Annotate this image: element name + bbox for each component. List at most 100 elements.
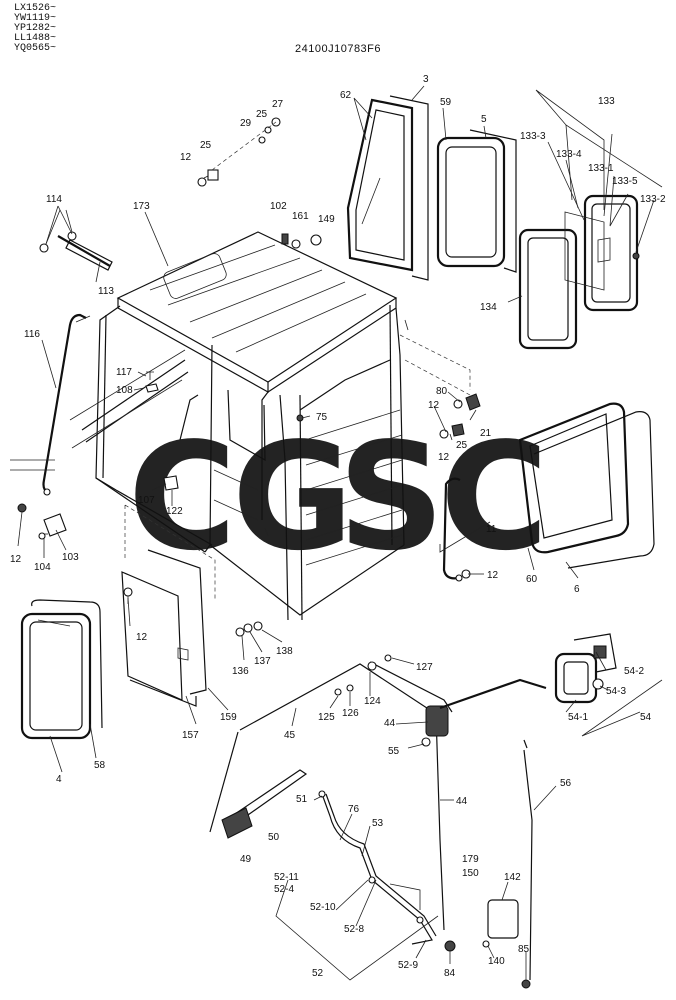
label-part-133-1: 133-1: [588, 163, 614, 174]
window-side-upper: [436, 129, 517, 273]
label-part-52-11: 52-11: [274, 872, 299, 883]
label-part-159: 159: [220, 712, 237, 723]
label-part-133-5: 133-5: [612, 176, 638, 187]
label-part-52-4: 52-4: [274, 884, 294, 895]
label-part-122: 122: [166, 506, 183, 517]
label-part-12: 12: [428, 400, 440, 411]
label-part-108: 108: [116, 385, 133, 396]
label-part-142: 142: [504, 872, 521, 883]
label-part-6: 6: [574, 584, 580, 595]
label-part-140: 140: [488, 956, 505, 967]
label-part-12: 12: [136, 632, 148, 643]
label-part-25: 25: [456, 440, 468, 451]
label-part-75: 75: [316, 412, 328, 423]
drawing-code: 24100J10783F6: [295, 43, 382, 55]
label-part-52-10: 52-10: [310, 902, 336, 913]
label-part-44: 44: [384, 718, 396, 729]
label-part-59: 59: [440, 97, 452, 108]
label-part-133-2: 133-2: [640, 194, 666, 205]
label-part-12: 12: [180, 152, 192, 163]
label-part-52: 52: [312, 968, 324, 979]
label-part-25: 25: [200, 140, 212, 151]
label-part-133-4: 133-4: [556, 149, 582, 160]
label-part-12: 12: [487, 570, 499, 581]
label-part-136: 136: [232, 666, 249, 677]
label-part-3: 3: [423, 74, 429, 85]
window-right: [518, 402, 655, 569]
label-part-76: 76: [348, 804, 360, 815]
serial-number: LL1488~: [14, 33, 57, 44]
label-part-55: 55: [388, 746, 400, 757]
serial-number: YW1119~: [14, 13, 57, 24]
label-part-56: 56: [560, 778, 572, 789]
label-part-157: 157: [182, 730, 199, 741]
label-part-84: 84: [444, 968, 456, 979]
label-part-107: 107: [138, 495, 155, 506]
label-part-60: 60: [526, 574, 538, 585]
handrails: [10, 313, 463, 582]
label-part-4: 4: [56, 774, 62, 785]
watermark-letter-c2: C: [440, 411, 549, 583]
small-hardware: [17, 117, 531, 989]
label-part-58: 58: [94, 760, 106, 771]
label-part-161: 161: [292, 211, 309, 222]
label-part-50: 50: [268, 832, 280, 843]
label-part-113: 113: [98, 286, 114, 297]
label-part-49: 49: [240, 854, 252, 865]
label-part-133: 133: [598, 96, 615, 107]
label-part-44: 44: [456, 796, 468, 807]
label-part-25: 25: [256, 109, 268, 120]
label-part-104: 104: [34, 562, 51, 573]
leader-lines: [17, 85, 663, 981]
label-part-103: 103: [62, 552, 79, 563]
label-part-52-8: 52-8: [344, 924, 364, 935]
window-rear-upper: [346, 95, 429, 281]
label-part-80: 80: [436, 386, 448, 397]
label-part-127: 127: [416, 662, 433, 673]
window-lower-left: [20, 599, 103, 740]
label-part-11: 11: [486, 524, 497, 535]
label-part-54-3: 54-3: [606, 686, 626, 697]
part-labels: 3 62 59 5 133 133-3 133-4 133-1 133-5 13…: [10, 74, 666, 979]
serial-number-list: LX1526~ YW1119~ YP1282~ LL1488~ YQ0565~: [14, 4, 56, 54]
cab-frame: [69, 231, 471, 621]
label-part-114: 114: [46, 194, 62, 205]
handrail-11: [442, 477, 461, 580]
label-part-45: 45: [284, 730, 296, 741]
gas-strut: [39, 209, 113, 271]
label-part-133-3: 133-3: [520, 131, 546, 142]
label-part-179: 179: [462, 854, 479, 865]
label-part-29: 29: [240, 118, 252, 129]
label-part-117: 117: [116, 367, 132, 378]
label-part-116: 116: [24, 329, 40, 340]
label-part-54: 54: [640, 712, 652, 723]
label-part-124: 124: [364, 696, 381, 707]
label-part-51: 51: [296, 794, 308, 805]
window-133-assembly: [518, 194, 640, 350]
label-part-12: 12: [10, 554, 22, 565]
label-part-54-1: 54-1: [568, 712, 588, 723]
cgsc-watermark: C G S C: [128, 411, 549, 583]
label-part-149: 149: [318, 214, 335, 225]
label-part-54-2: 54-2: [624, 666, 644, 677]
label-part-102: 102: [270, 201, 287, 212]
label-part-150: 150: [462, 868, 479, 879]
watermark-letter-c1: C: [128, 411, 237, 583]
label-part-21: 21: [480, 428, 492, 439]
label-part-134: 134: [480, 302, 497, 313]
serial-number: LX1526~: [14, 3, 57, 14]
label-part-53: 53: [372, 818, 384, 829]
label-part-52-9: 52-9: [398, 960, 418, 971]
label-part-27: 27: [272, 99, 284, 110]
washer-hose: [318, 790, 437, 945]
label-part-5: 5: [481, 114, 487, 125]
label-part-62: 62: [340, 90, 352, 101]
door-seal-strips: [121, 549, 207, 707]
label-part-126: 126: [342, 708, 359, 719]
watermark-letter-g: G: [232, 411, 353, 583]
label-part-125: 125: [318, 712, 335, 723]
serial-number: YQ0565~: [14, 43, 57, 54]
handrail-116: [42, 313, 87, 494]
